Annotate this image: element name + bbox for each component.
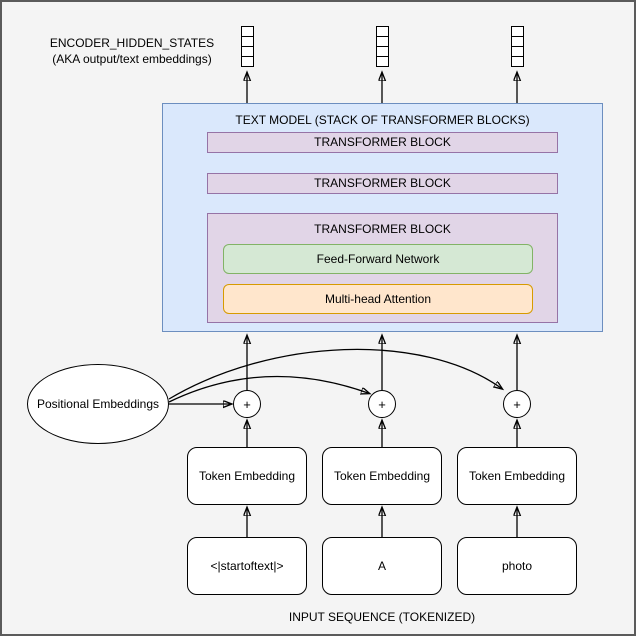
add-node-3: +	[503, 390, 531, 418]
token-embedding-box-1: Token Embedding	[187, 447, 307, 505]
encoder-hidden-states-title: ENCODER_HIDDEN_STATES	[49, 36, 215, 50]
transformer-block-bottom-title: TRANSFORMER BLOCK	[314, 222, 451, 236]
hidden-state-vector-icon	[241, 26, 254, 67]
hidden-state-vector-icon	[511, 26, 524, 67]
transformer-block-top: TRANSFORMER BLOCK	[207, 132, 558, 153]
vector-cell	[376, 56, 389, 67]
add-node-2: +	[368, 390, 396, 418]
add-node-1: +	[233, 390, 261, 418]
input-token-box-3: photo	[457, 537, 577, 595]
input-sequence-label: INPUT SEQUENCE (TOKENIZED)	[288, 610, 476, 624]
multi-head-attention-box: Multi-head Attention	[223, 284, 533, 314]
vector-cell	[241, 56, 254, 67]
transformer-block-bottom: TRANSFORMER BLOCK Feed-Forward Network M…	[207, 213, 558, 323]
hidden-state-vector-icon	[376, 26, 389, 67]
feed-forward-network-box: Feed-Forward Network	[223, 244, 533, 274]
input-token-box-1: <|startoftext|>	[187, 537, 307, 595]
token-embedding-box-3: Token Embedding	[457, 447, 577, 505]
input-token-box-2: A	[322, 537, 442, 595]
encoder-hidden-states-subtitle: (AKA output/text embeddings)	[52, 52, 212, 66]
positional-embeddings-ellipse: Positional Embeddings	[27, 364, 169, 444]
token-embedding-box-2: Token Embedding	[322, 447, 442, 505]
arrow-positional-to-plus3	[168, 348, 501, 400]
encoder-hidden-states-label: ENCODER_HIDDEN_STATES (AKA output/text e…	[22, 35, 242, 67]
arrow-positional-to-plus2	[168, 375, 368, 403]
vector-cell	[511, 56, 524, 67]
text-model-title: TEXT MODEL (STACK OF TRANSFORMER BLOCKS)	[235, 113, 530, 127]
positional-embeddings-label: Positional Embeddings	[36, 397, 160, 411]
transformer-block-middle: TRANSFORMER BLOCK	[207, 173, 558, 194]
